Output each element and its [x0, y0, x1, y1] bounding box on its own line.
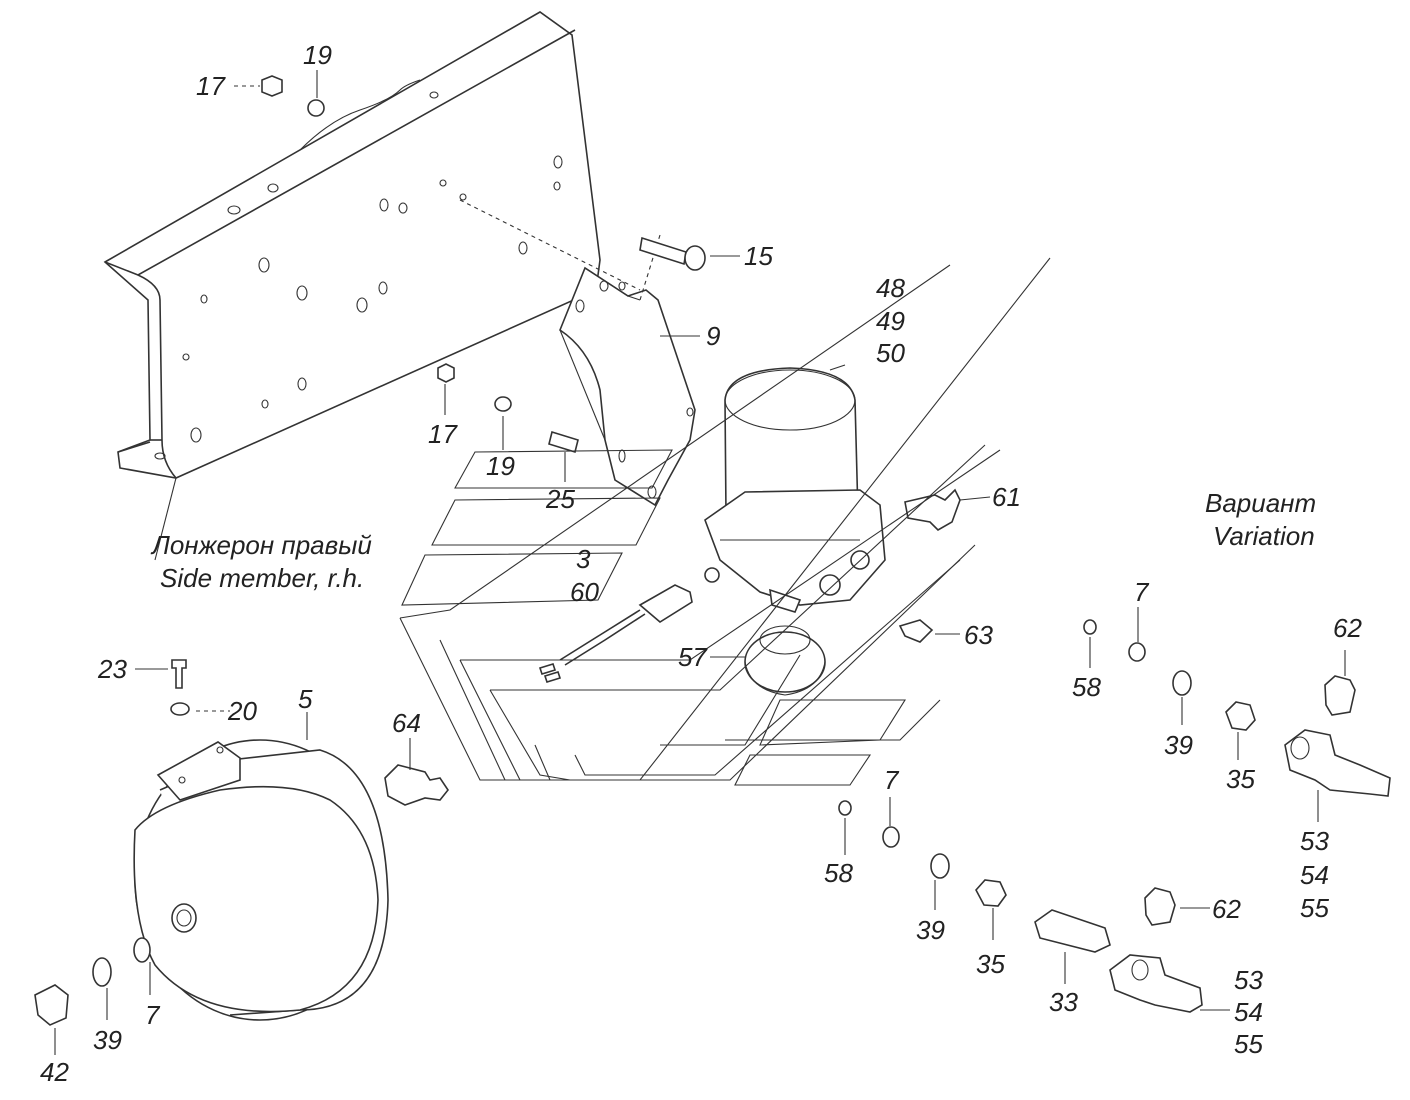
- callout-39-upper: 39: [1164, 730, 1193, 760]
- callout-7-lower: 7: [884, 765, 900, 795]
- callout-53-upper: 53: [1300, 826, 1329, 856]
- fitting-61: [904, 488, 961, 531]
- callout-53-lower: 53: [1234, 965, 1263, 995]
- callout-58-upper: 58: [1072, 672, 1101, 702]
- washer-7-lower: [882, 826, 900, 848]
- callout-54-lower: 54: [1234, 997, 1263, 1027]
- callout-39-lower: 39: [916, 915, 945, 945]
- side-member-caption-ru: Лонжерон правый: [150, 530, 372, 560]
- callout-15: 15: [744, 241, 773, 271]
- bolt-15: [639, 236, 706, 271]
- callout-60: 60: [570, 577, 599, 607]
- cover-57: [744, 625, 826, 696]
- side-member-rail: [103, 11, 601, 561]
- callout-17-mid: 17: [428, 419, 458, 449]
- washer-7-left: [133, 937, 151, 963]
- callout-25: 25: [545, 484, 575, 514]
- elbow-63: [898, 619, 934, 643]
- callout-64: 64: [392, 708, 421, 738]
- callout-50: 50: [876, 338, 905, 368]
- callout-55-lower: 55: [1234, 1029, 1263, 1059]
- fitting-62-lower: [1144, 887, 1176, 926]
- fitting-62-upper: [1324, 675, 1356, 716]
- washer-19-top: [307, 99, 325, 117]
- leader-lines: [54, 70, 1346, 1055]
- callout-7-left: 7: [145, 1000, 161, 1030]
- callout-62-lower: 62: [1212, 894, 1241, 924]
- filter-58-upper: [1083, 619, 1097, 635]
- callout-20: 20: [227, 696, 257, 726]
- valve-53-lower: [1109, 954, 1203, 1013]
- elbow-64: [384, 764, 449, 806]
- variant-caption-ru: Вариант: [1205, 488, 1316, 518]
- exploded-guide-lines: [399, 257, 1051, 786]
- callout-48: 48: [876, 273, 905, 303]
- callout-7-upper: 7: [1134, 577, 1150, 607]
- callout-58-lower: 58: [824, 858, 853, 888]
- callout-19: 19: [303, 40, 332, 70]
- washer-7-upper: [1128, 642, 1146, 662]
- o-ring-39-left: [92, 957, 112, 987]
- variant-caption-en: Variation: [1213, 521, 1315, 551]
- callout-55-upper: 55: [1300, 893, 1329, 923]
- callout-3: 3: [576, 544, 591, 574]
- callout-35-upper: 35: [1226, 764, 1255, 794]
- side-member-caption-en: Side member, r.h.: [160, 563, 364, 593]
- washer-19-mid: [494, 396, 512, 412]
- callout-19-mid: 19: [486, 451, 515, 481]
- bracket-9: [459, 199, 696, 507]
- valve-53-upper: [1284, 729, 1391, 797]
- filter-58-lower: [838, 800, 852, 816]
- air-dryer: [704, 367, 886, 613]
- callout-57: 57: [678, 642, 708, 672]
- o-ring-39-lower: [930, 853, 950, 879]
- callout-5: 5: [298, 684, 313, 714]
- callout-39-left: 39: [93, 1025, 122, 1055]
- callout-23: 23: [97, 654, 127, 684]
- nut-17-mid: [437, 363, 455, 383]
- callout-labels: 17 19 15 9 48 49 50 17 19 25 61 3 60 57 …: [40, 40, 1362, 1087]
- washer-20: [170, 702, 190, 716]
- plug-42: [34, 984, 69, 1026]
- nut-17-top: [261, 75, 283, 97]
- callout-62-upper: 62: [1333, 613, 1362, 643]
- air-tank-5: [133, 739, 389, 1021]
- callout-9: 9: [706, 321, 720, 351]
- stud-25: [548, 430, 579, 454]
- callout-61: 61: [992, 482, 1021, 512]
- fitting-33: [1034, 909, 1111, 953]
- callout-35-lower: 35: [976, 949, 1005, 979]
- bolt-23: [171, 659, 187, 689]
- callout-54-upper: 54: [1300, 860, 1329, 890]
- harness-60: [538, 584, 693, 683]
- nut-35-lower: [975, 879, 1007, 907]
- callout-49: 49: [876, 306, 905, 336]
- callout-33: 33: [1049, 987, 1078, 1017]
- callout-17: 17: [196, 71, 226, 101]
- callout-42: 42: [40, 1057, 69, 1087]
- callout-63: 63: [964, 620, 993, 650]
- nut-35-upper: [1225, 701, 1256, 731]
- o-ring-39-upper: [1172, 670, 1192, 696]
